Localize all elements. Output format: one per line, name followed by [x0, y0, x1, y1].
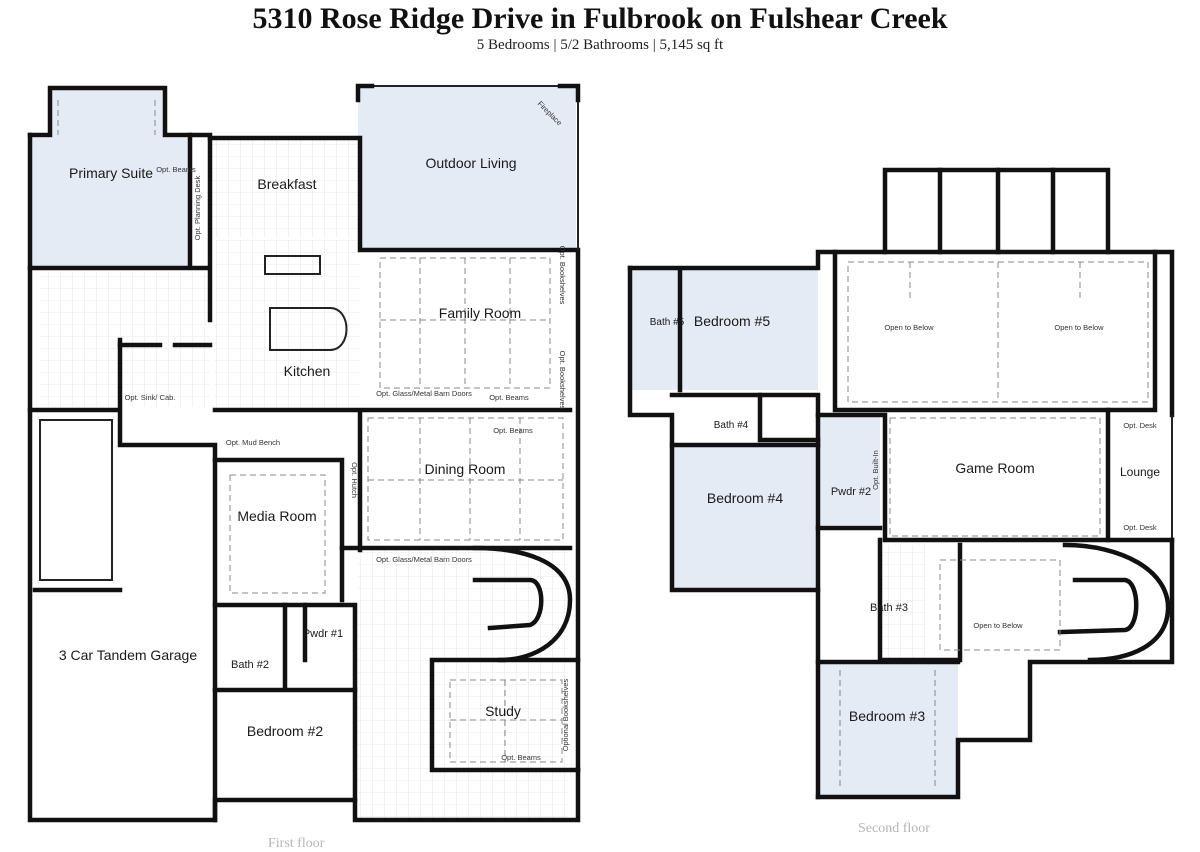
open-below-stair-note: Open to Below [973, 621, 1023, 630]
bedroom-2-label: Bedroom #2 [247, 723, 323, 739]
opt-beams-study-note: Opt. Beams [501, 753, 541, 762]
glass-doors-foyer-note: Opt. Glass/Metal Barn Doors [376, 555, 472, 564]
bedroom-5-label: Bedroom #5 [694, 313, 770, 329]
family-room-label: Family Room [439, 305, 521, 321]
primary-bath-tile [40, 272, 210, 407]
open-below-left-note: Open to Below [884, 323, 934, 332]
bath-3-label: Bath #3 [870, 602, 908, 614]
primary-suite-area [32, 138, 190, 268]
kitchen-sink [264, 255, 321, 275]
glass-doors-family-note: Opt. Glass/Metal Barn Doors [376, 389, 472, 398]
lounge-label: Lounge [1120, 465, 1160, 479]
game-room-tray [889, 417, 1101, 537]
opt-bookshelves-bottom-note: Opt. Bookshelves [558, 351, 567, 410]
primary-suite-bay [52, 88, 164, 140]
opt-beams-primary-note: Opt. Beams [156, 165, 196, 174]
garage-label: 3 Car Tandem Garage [59, 647, 197, 663]
first-floor-staircase [472, 545, 573, 663]
kitchen-island [269, 307, 348, 351]
bedroom-4-area [672, 445, 818, 590]
breakfast-label: Breakfast [257, 176, 316, 192]
bath-3-tile [880, 545, 925, 660]
open-below-right-note: Open to Below [1054, 323, 1104, 332]
media-room-label: Media Room [237, 508, 316, 524]
breakfast-tile [210, 138, 360, 238]
opt-bookshelves-top-note: Opt. Bookshelves [558, 246, 567, 305]
study-beams [449, 679, 563, 763]
bedroom-5-area [630, 268, 818, 390]
opt-desk-top-note: Opt. Desk [1123, 421, 1157, 430]
second-floor-staircase [1057, 542, 1171, 663]
dining-room-label: Dining Room [425, 461, 506, 477]
outdoor-living-label: Outdoor Living [425, 155, 516, 171]
study-label: Study [485, 703, 521, 719]
primary-suite-label: Primary Suite [69, 165, 153, 181]
opt-built-in-note: Opt. Built-In [871, 450, 880, 490]
media-room-outline [229, 474, 326, 594]
second-floor-plan: Bedroom #5 Bath #5 Bath #4 Bedroom #4 Pw… [627, 167, 1175, 800]
first-floor-plan: Primary Suite Breakfast Outdoor Living F… [27, 83, 581, 823]
kitchen-tile [215, 240, 360, 410]
first-floor-exterior-wall-top [27, 85, 581, 773]
outdoor-living-area [358, 86, 576, 250]
mud-bench-note: Opt. Mud Bench [226, 438, 280, 447]
powder-2-label: Pwdr #2 [831, 486, 871, 498]
game-room-label: Game Room [955, 460, 1034, 476]
opt-hutch-note: Opt. Hutch [350, 462, 359, 498]
first-floor-caption: First floor [268, 836, 325, 851]
bath-5-label: Bath #5 [650, 317, 685, 328]
page-subtitle: 5 Bedrooms | 5/2 Bathrooms | 5,145 sq ft [476, 37, 724, 53]
opt-beams-dining-note: Opt. Beams [493, 426, 533, 435]
first-floor-exterior-wall [27, 132, 581, 823]
powder-2-area [818, 415, 880, 525]
bath-4-label: Bath #4 [714, 420, 749, 431]
dining-beams [367, 417, 564, 541]
optional-bookshelves-note: Optional Bookshelves [561, 678, 570, 751]
second-floor-caption: Second floor [858, 821, 930, 836]
sink-cab-note: Opt. Sink/ Cab. [125, 393, 176, 402]
bedroom-3-area [818, 662, 958, 797]
bath-2-label: Bath #2 [231, 659, 269, 671]
planning-desk-note: Opt. Planning Desk [193, 175, 202, 240]
foyer-tile [358, 550, 568, 820]
garage-storage [39, 419, 113, 581]
bedroom-4-label: Bedroom #4 [707, 490, 783, 506]
page-title: 5310 Rose Ridge Drive in Fulbrook on Ful… [252, 2, 948, 35]
open-to-below-stair-outline [939, 559, 1061, 651]
powder-1-label: Pwdr #1 [303, 628, 343, 640]
second-floor-exterior-wall [627, 249, 1175, 418]
opt-desk-bottom-note: Opt. Desk [1123, 523, 1157, 532]
bedroom-3-label: Bedroom #3 [849, 708, 925, 724]
kitchen-label: Kitchen [284, 363, 331, 379]
opt-beams-family-note: Opt. Beams [489, 393, 529, 402]
